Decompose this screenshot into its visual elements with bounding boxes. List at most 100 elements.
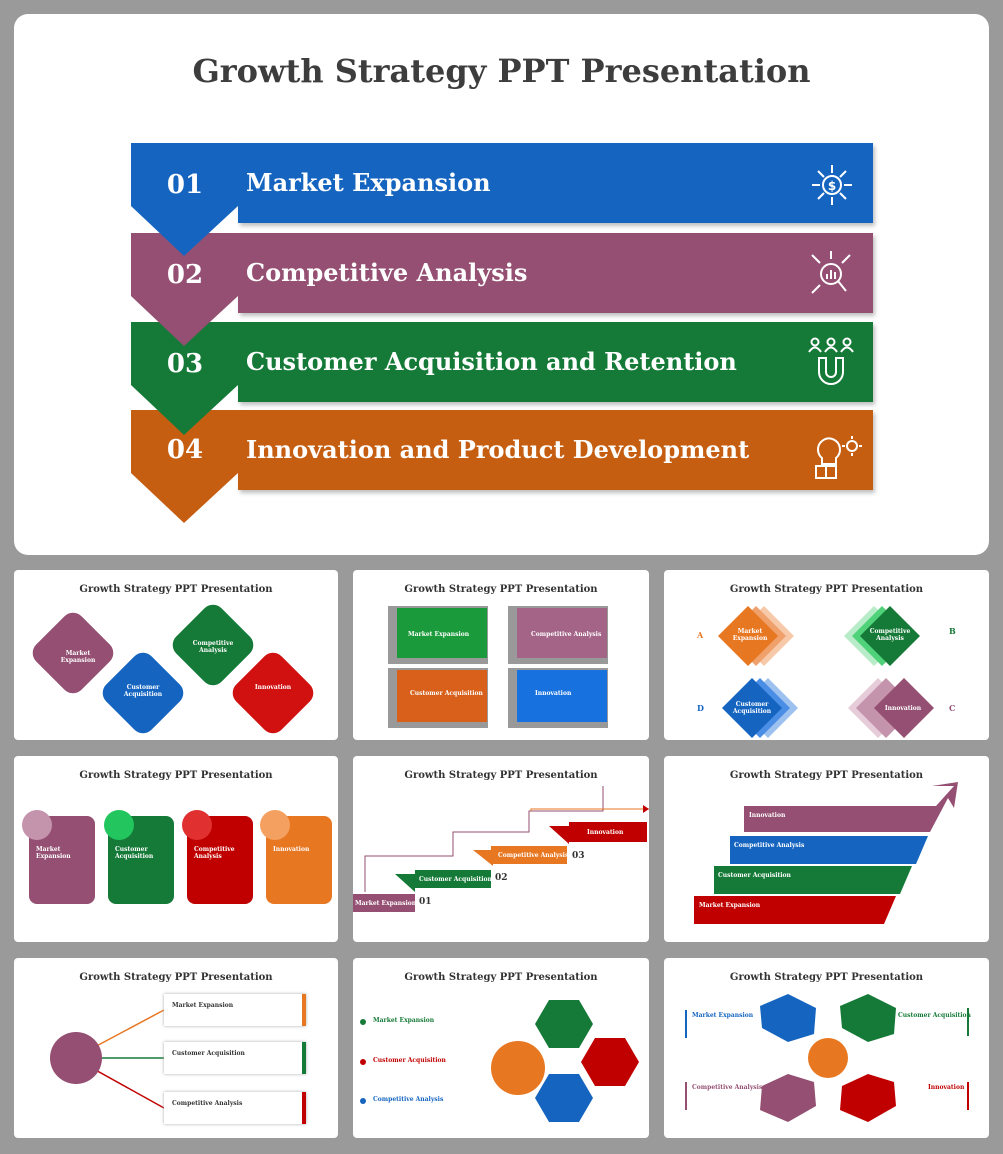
thumbnail-title: Growth Strategy PPT Presentation xyxy=(404,972,598,983)
hexagon-shapes xyxy=(360,1000,639,1122)
branch-box-3 xyxy=(164,1092,306,1124)
thumb8-customer: Customer Acquisition xyxy=(373,1057,446,1064)
thumb4-competitive: Competitive Analysis xyxy=(194,846,235,860)
thumb8-competitive: Competitive Analysis xyxy=(373,1096,444,1103)
step-label-1: Market Expansion xyxy=(246,168,491,197)
thumb7-competitive: Competitive Analysis xyxy=(172,1100,243,1107)
box-2 xyxy=(517,608,607,658)
thumb9-competitive: Competitive Analysis xyxy=(692,1084,763,1091)
thumb1-innovation: Innovation xyxy=(254,684,292,691)
step-bar-2 xyxy=(238,233,873,313)
step-label-4: Innovation and Product Development xyxy=(246,435,750,464)
step-number-4: 04 xyxy=(166,435,204,465)
thumbnail-branches[interactable]: Growth Strategy PPT Presentation Market … xyxy=(14,958,338,1138)
thumb5-market: Market Expansion xyxy=(355,900,417,907)
card-circle-4 xyxy=(260,810,290,840)
innovation-bulb-gear-icon xyxy=(815,436,862,479)
letter-d: D xyxy=(697,703,704,713)
chevron-2 xyxy=(131,233,238,346)
thumbnail-title: Growth Strategy PPT Presentation xyxy=(729,770,924,781)
thumb6-innovation: Innovation xyxy=(749,812,786,819)
stacked-arrow-shapes xyxy=(694,782,958,924)
chevron-3 xyxy=(131,322,238,435)
thumb2-competitive: Competitive Analysis xyxy=(531,631,602,638)
thumbnail-cards[interactable]: Growth Strategy PPT Presentation Market … xyxy=(14,756,338,942)
box-1 xyxy=(397,608,487,658)
stair-2 xyxy=(415,870,491,888)
thumbnail-title: Growth Strategy PPT Presentation xyxy=(79,770,273,781)
thumbnail-stacked-arrow[interactable]: Growth Strategy PPT Presentation Innovat… xyxy=(664,756,989,942)
thumb5-innovation: Innovation xyxy=(587,829,624,836)
analysis-magnifier-icon xyxy=(811,251,851,294)
thumbnail-layered-diamonds[interactable]: Growth Strategy PPT Presentation Market … xyxy=(664,570,989,740)
step-label-2: Competitive Analysis xyxy=(246,258,528,287)
thumb1-competitive: Competitive Analysis xyxy=(192,640,234,654)
thumb7-market: Market Expansion xyxy=(172,1002,234,1009)
thumbnail-title: Growth Strategy PPT Presentation xyxy=(729,584,924,595)
thumbnail-pentagons[interactable]: Growth Strategy PPT Presentation Market … xyxy=(664,958,989,1138)
thumb1-market: Market Expansion xyxy=(60,650,96,664)
thumb4-market: Market Expansion xyxy=(36,846,71,860)
thumb5-customer: Customer Acquisition xyxy=(419,876,492,883)
card-circle-1 xyxy=(22,810,52,840)
branch-box-1 xyxy=(164,994,306,1026)
thumb2-innovation: Innovation xyxy=(535,690,572,697)
thumb7-customer: Customer Acquisition xyxy=(172,1050,245,1057)
thumbnail-hexagons[interactable]: Growth Strategy PPT Presentation Market … xyxy=(353,958,649,1138)
staircase-lines xyxy=(364,786,649,892)
card-circle-2 xyxy=(104,810,134,840)
letter-a: A xyxy=(697,630,704,640)
thumb6-market: Market Expansion xyxy=(699,902,761,909)
thumb3-innovation: Innovation xyxy=(884,705,922,712)
chevron-1 xyxy=(131,143,238,256)
step-label-3: Customer Acquisition and Retention xyxy=(246,347,737,376)
branch-box-2 xyxy=(164,1042,306,1074)
stair-number-1: 01 xyxy=(419,897,432,907)
stair-number-3: 03 xyxy=(572,851,585,861)
letter-c: C xyxy=(949,703,956,713)
dollar-network-icon: $ xyxy=(812,165,852,205)
thumb2-market: Market Expansion xyxy=(408,631,470,638)
thumbnail-title: Growth Strategy PPT Presentation xyxy=(79,584,273,595)
main-slide-title: Growth Strategy PPT Presentation xyxy=(192,52,811,90)
step-bar-1 xyxy=(238,143,873,223)
thumb9-market: Market Expansion xyxy=(692,1012,754,1019)
thumb5-competitive: Competitive Analysis xyxy=(498,852,569,859)
letter-b: B xyxy=(949,626,956,636)
svg-text:$: $ xyxy=(828,179,836,193)
thumb3-market: Market Expansion xyxy=(732,628,768,642)
step-number-3: 03 xyxy=(166,349,204,379)
thumbnail-title: Growth Strategy PPT Presentation xyxy=(729,972,924,983)
thumbnail-staircase[interactable]: Growth Strategy PPT Presentation Market … xyxy=(353,756,649,942)
chevron-4 xyxy=(131,410,238,523)
step-number-1: 01 xyxy=(166,170,204,200)
thumbnail-title: Growth Strategy PPT Presentation xyxy=(404,584,598,595)
thumb8-market: Market Expansion xyxy=(373,1017,435,1024)
thumbnail-layered-shapes xyxy=(718,606,934,738)
thumbnail-diamond-shapes xyxy=(32,604,314,734)
thumb6-customer: Customer Acquisition xyxy=(718,872,791,879)
customer-magnet-icon xyxy=(808,337,854,385)
thumb9-innovation: Innovation xyxy=(928,1084,965,1091)
thumb9-customer: Customer Acquisition xyxy=(898,1012,971,1019)
stair-number-2: 02 xyxy=(495,873,508,883)
thumbnail-boxes[interactable]: Growth Strategy PPT Presentation Market … xyxy=(353,570,649,740)
thumb1-customer: Customer Acquisition xyxy=(123,684,163,698)
thumbnail-diamonds[interactable]: Growth Strategy PPT Presentation Market … xyxy=(14,570,338,740)
box-3 xyxy=(397,670,487,722)
thumb3-competitive: Competitive Analysis xyxy=(869,628,911,642)
step-number-2: 02 xyxy=(166,260,204,290)
thumb6-competitive: Competitive Analysis xyxy=(734,842,805,849)
stair-3 xyxy=(491,846,567,864)
branch-lines xyxy=(50,1009,165,1109)
step-chevrons xyxy=(131,143,238,523)
stair-4 xyxy=(569,822,647,842)
pentagon-shapes xyxy=(685,994,969,1122)
thumbnail-title: Growth Strategy PPT Presentation xyxy=(79,972,273,983)
card-circle-3 xyxy=(182,810,212,840)
thumb3-customer: Customer Acquisition xyxy=(732,701,772,715)
thumb2-customer: Customer Acquisition xyxy=(410,690,483,697)
step-bar-4 xyxy=(238,410,873,490)
thumb4-innovation: Innovation xyxy=(273,846,310,853)
stair-1 xyxy=(353,894,415,912)
